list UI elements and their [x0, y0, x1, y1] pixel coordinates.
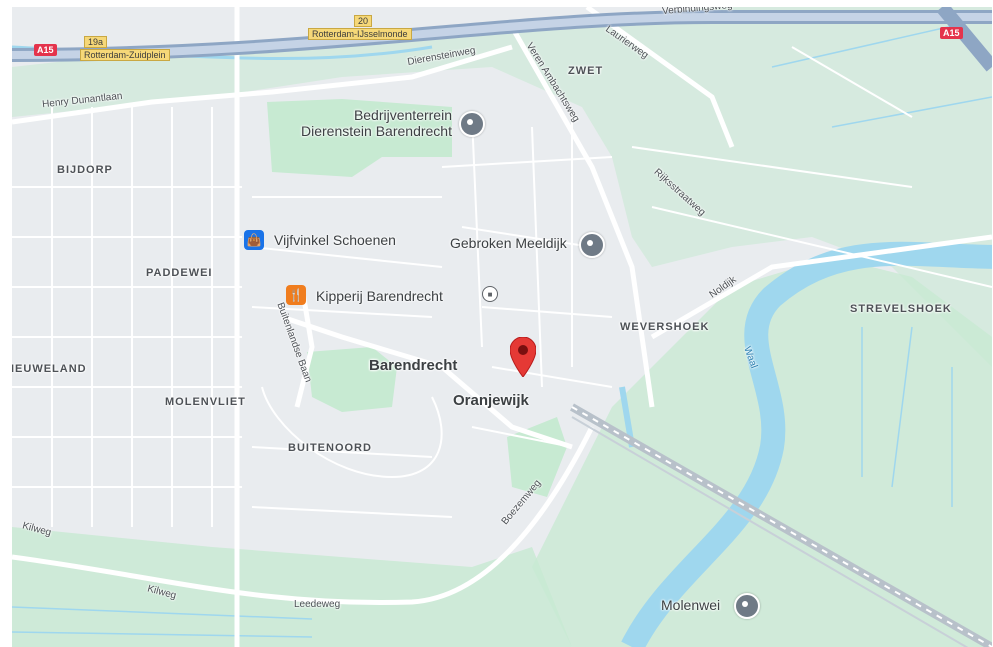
poi-vijfvinkel-schoenen[interactable]: Vijfvinkel Schoenen [274, 232, 396, 248]
district-neuweland: IEUWELAND [12, 363, 87, 375]
poi-pin-icon[interactable] [734, 593, 760, 619]
district-wevershoek: WEVERSHOEK [620, 321, 710, 333]
location-pin-icon[interactable] [510, 337, 536, 377]
railway [570, 403, 992, 647]
poi-pin-icon[interactable] [579, 232, 605, 258]
district-paddewei: PADDEWEI [146, 267, 213, 279]
exit-19a-name: Rotterdam-Zuidplein [80, 49, 170, 61]
district-zwet: ZWET [568, 65, 604, 77]
exit-19a-number: 19a [84, 36, 108, 48]
district-molenvliet: MOLENVLIET [165, 396, 246, 408]
district-bijdorp: BIJDORP [57, 164, 113, 176]
exit-20-name: Rotterdam-IJsselmonde [308, 28, 412, 40]
a15-shield-left: A15 [34, 44, 57, 56]
district-buitenoord: BUITENOORD [288, 442, 372, 454]
street-leedeweg: Leedeweg [294, 599, 341, 610]
poi-bedrijventerrein[interactable]: Bedrijventerrein Dierenstein Barendrecht [292, 107, 452, 139]
bus-stop-icon[interactable]: ■ [482, 286, 498, 302]
poi-bedrijventerrein-line2: Dierenstein Barendrecht [301, 123, 452, 139]
map-canvas[interactable]: A15 A15 19a Rotterdam-Zuidplein 20 Rotte… [12, 7, 992, 647]
minor-roads [12, 46, 992, 527]
main-roads [12, 7, 992, 647]
district-strevelshoek: STREVELSHOEK [850, 303, 952, 315]
a15-shield-right: A15 [940, 27, 963, 39]
shopping-bag-icon[interactable]: 👜 [244, 230, 264, 250]
place-barendrecht[interactable]: Barendrecht [369, 357, 458, 374]
fork-knife-icon[interactable]: 🍴 [286, 285, 306, 305]
poi-molenwei[interactable]: Molenwei [661, 597, 721, 613]
exit-20-number: 20 [354, 15, 373, 27]
poi-kipperij-barendrecht[interactable]: Kipperij Barendrecht [316, 288, 443, 304]
poi-gebroken-meeldijk[interactable]: Gebroken Meeldijk [450, 235, 567, 251]
poi-bedrijventerrein-line1: Bedrijventerrein [353, 107, 452, 123]
poi-pin-icon[interactable] [459, 111, 485, 137]
place-oranjewijk[interactable]: Oranjewijk [453, 392, 529, 409]
map-base-layer [12, 7, 992, 647]
